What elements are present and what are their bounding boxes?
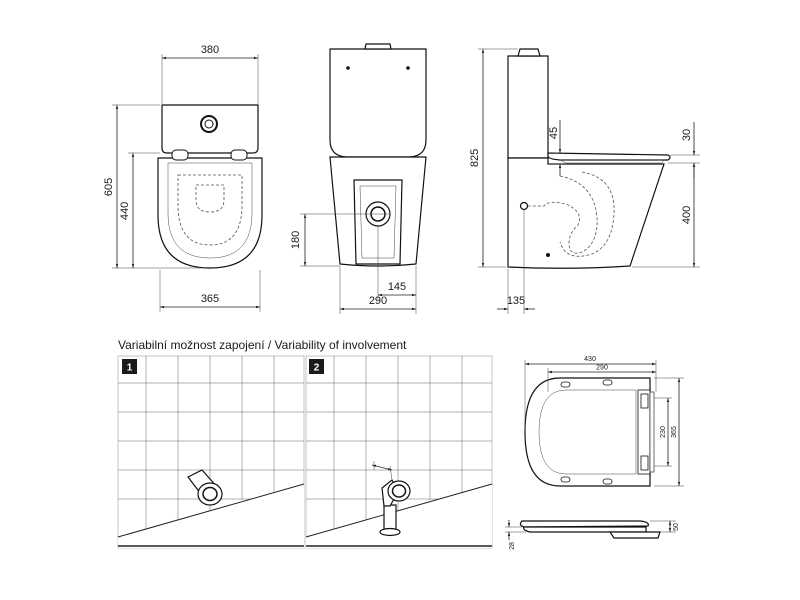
dim-outlet-height-180: 180 bbox=[290, 231, 302, 249]
seat-dim-thickness-50: 50 bbox=[673, 523, 680, 531]
panel-2-wall-connection: 2 bbox=[305, 355, 493, 549]
dim-depth-605: 605 bbox=[103, 178, 115, 196]
seat-top-view: 430 290 365 230 bbox=[524, 356, 684, 487]
dim-seat-depth-440: 440 bbox=[119, 202, 131, 220]
panel-number-1: 1 bbox=[127, 363, 133, 374]
seat-dim-width-365: 365 bbox=[671, 426, 678, 438]
involvement-heading: Variabilní možnost zapojení / Variabilit… bbox=[118, 338, 407, 352]
dim-seat-offset-45: 45 bbox=[548, 127, 560, 139]
dim-seat-thickness-30: 30 bbox=[681, 129, 693, 141]
seat-dim-length-430: 430 bbox=[584, 356, 596, 363]
seat-side-view: 50 28 bbox=[505, 520, 680, 550]
seat-dim-inner-length-290: 290 bbox=[596, 365, 608, 372]
dim-outlet-distance-135: 135 bbox=[507, 295, 525, 307]
panel-number-2: 2 bbox=[314, 363, 320, 374]
dim-base-width-290: 290 bbox=[369, 295, 387, 307]
dim-total-height-825: 825 bbox=[469, 149, 481, 167]
dim-seat-height-400: 400 bbox=[681, 206, 693, 224]
dim-outlet-offset-145: 145 bbox=[388, 281, 406, 293]
panel-1-floor-connection: 1 bbox=[117, 355, 305, 549]
side-view: 825 45 30 400 135 bbox=[469, 48, 700, 314]
top-view: 380 605 440 365 bbox=[103, 44, 263, 312]
dim-width-380: 380 bbox=[201, 44, 219, 56]
front-view: 180 145 290 bbox=[290, 43, 427, 314]
seat-dim-lid-28: 28 bbox=[509, 542, 516, 550]
seat-dim-inner-width-230: 230 bbox=[660, 426, 667, 438]
dim-base-width-365: 365 bbox=[201, 293, 219, 305]
